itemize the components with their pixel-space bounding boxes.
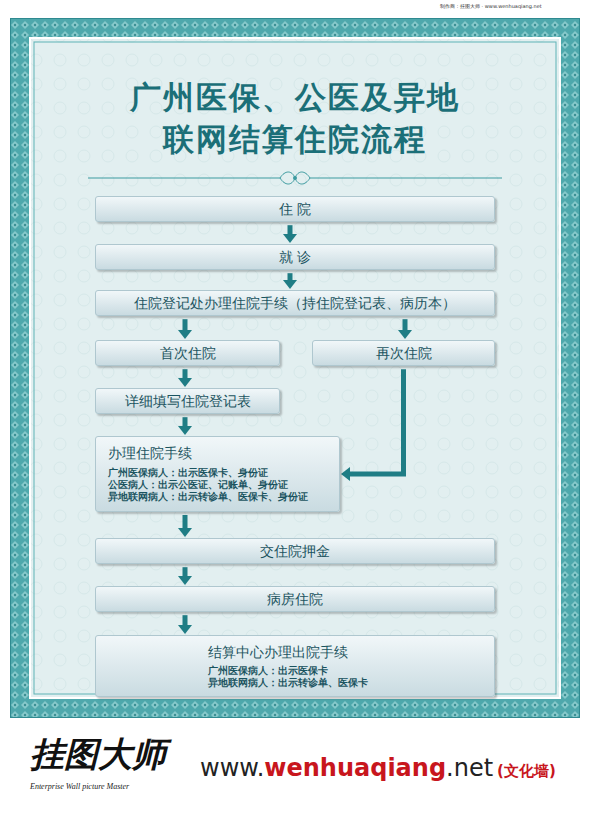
box-label: 办理住院手续	[108, 444, 327, 462]
detail-box: 结算中心办理出院手续广州医保病人：出示医保卡异地联网病人：出示转诊单、医保卡	[95, 635, 495, 697]
url-part: wenhuaqiang	[264, 754, 446, 782]
website-row: www.wenhuaqiang.net(文化墙)	[200, 754, 556, 782]
branch-box: 首次住院	[95, 340, 280, 366]
detail-box: 办理住院手续广州医保病人：出示医保卡、身份证公医病人：出示公医证、记账单、身份证…	[95, 436, 340, 512]
step-box: 详细填写住院登记表	[95, 388, 280, 414]
culture-wall-tag: (文化墙)	[497, 762, 556, 781]
step-box: 住 院	[95, 196, 495, 222]
flow-arrow	[183, 615, 188, 625]
box-label: 住 院	[106, 200, 484, 218]
flow-arrow	[288, 225, 293, 234]
maker-note: 制作商：挂图大师 · www.wenhuaqiang.net	[440, 3, 542, 9]
url-part: www.	[200, 754, 264, 782]
box-note: 广州医保病人：出示医保卡	[208, 665, 484, 677]
box-label: 住院登记处办理住院手续（持住院登记表、病历本）	[106, 294, 484, 312]
box-note: 异地联网病人：出示转诊单、医保卡	[208, 677, 484, 689]
poster-title: 广州医保、公医及异地 联网结算住院流程	[120, 76, 470, 160]
step-box: 交住院押金	[95, 538, 495, 564]
box-label: 首次住院	[106, 344, 269, 362]
flow-arrow	[183, 369, 188, 378]
branch-box: 再次住院	[312, 340, 495, 366]
flow-arrow	[183, 417, 188, 426]
flow-arrow	[288, 273, 293, 280]
flow-arrow	[403, 319, 408, 330]
flow-arrow	[183, 319, 188, 330]
box-label: 病房住院	[106, 590, 484, 608]
url-part: .net	[446, 754, 493, 782]
flow-arrow	[183, 515, 188, 528]
box-label: 详细填写住院登记表	[106, 392, 269, 410]
flow-arrow	[350, 369, 404, 474]
box-label: 就 诊	[106, 248, 484, 266]
box-label: 再次住院	[323, 344, 484, 362]
brand-logo: 挂图大师	[30, 732, 166, 778]
step-box: 就 诊	[95, 244, 495, 270]
box-note: 公医病人：出示公医证、记账单、身份证	[108, 479, 327, 491]
box-label: 交住院押金	[106, 542, 484, 560]
box-note: 异地联网病人：出示转诊单、医保卡、身份证	[108, 491, 327, 503]
flow-arrow	[183, 567, 188, 576]
box-label: 结算中心办理出院手续	[208, 643, 484, 661]
step-box: 住院登记处办理住院手续（持住院登记表、病历本）	[95, 290, 495, 316]
step-box: 病房住院	[95, 586, 495, 612]
box-note: 广州医保病人：出示医保卡、身份证	[108, 467, 327, 479]
brand-slogan: Enterprise Wall picture Master	[30, 782, 129, 791]
